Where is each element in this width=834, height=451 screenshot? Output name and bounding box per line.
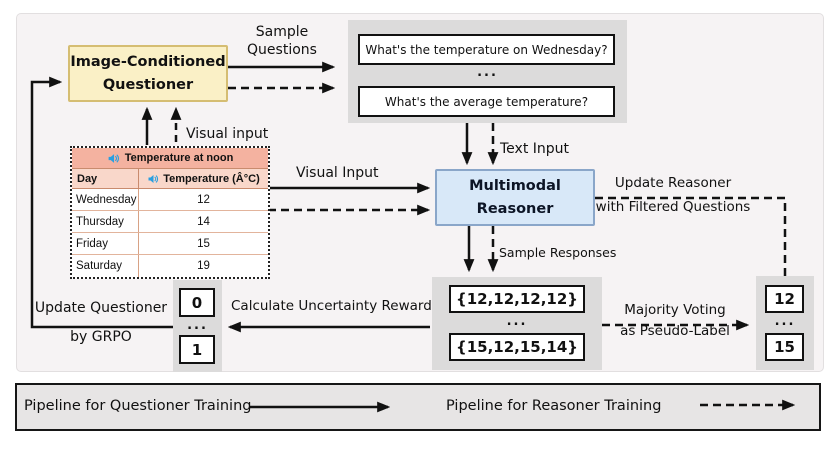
sample-responses-label: Sample Responses (499, 245, 617, 260)
calculate-uncertainty-reward-label: Calculate Uncertainty Reward (231, 298, 432, 314)
text-input-label: Text Input (500, 141, 570, 157)
rewards-ellipsis: ... (187, 318, 208, 333)
update-reasoner-label: Update Reasoner with Filtered Questions (595, 175, 751, 215)
sampled-questions-panel: What's the temperature on Wednesday? ...… (348, 20, 627, 123)
table-header-day: Day (72, 169, 139, 188)
majority-voting-label: Majority Voting as Pseudo-Label (620, 302, 730, 339)
pseudo-label-box-2: 15 (765, 333, 804, 361)
responses-ellipsis: ... (506, 314, 528, 329)
questions-ellipsis: ... (477, 65, 498, 80)
table-title-row: Temperature at noon (72, 148, 268, 169)
pseudo-label-box-1: 12 (765, 285, 804, 313)
speaker-icon (147, 173, 159, 185)
question-box-2: What's the average temperature? (358, 86, 615, 117)
reasoner-label-line2: Reasoner (476, 200, 554, 217)
pseudo-label-ellipsis: ... (774, 314, 796, 329)
table-row: Thursday 14 (72, 211, 268, 233)
uncertainty-reward-panel: 0 ... 1 (173, 280, 222, 372)
questioner-label-line1: Image-Conditioned (70, 54, 226, 71)
update-questioner-label: Update Questioner by GRPO (34, 300, 168, 345)
reward-box-1: 1 (179, 335, 215, 364)
response-box-1: {12,12,12,12} (449, 285, 585, 313)
response-box-2: {15,12,15,14} (449, 333, 585, 361)
temperature-table: Temperature at noon Day Temperature (Â°C… (70, 146, 270, 279)
speaker-icon (107, 152, 120, 165)
legend-bar (15, 383, 821, 431)
image-conditioned-questioner-node: Image-Conditioned Questioner (68, 45, 228, 102)
table-row: Wednesday 12 (72, 189, 268, 211)
pseudo-label-panel: 12 ... 15 (756, 276, 814, 370)
legend-questioner-pipeline: Pipeline for Questioner Training (24, 398, 252, 414)
visual-input-questioner-label: Visual input (186, 126, 269, 142)
sampled-responses-panel: {12,12,12,12} ... {15,12,15,14} (432, 277, 602, 370)
table-title: Temperature at noon (124, 152, 234, 164)
table-header-temperature: Temperature (Â°C) (139, 169, 268, 188)
table-header-row: Day Temperature (Â°C) (72, 169, 268, 189)
reward-box-0: 0 (179, 288, 215, 317)
questioner-label-line2: Questioner (102, 76, 194, 93)
table-row: Saturday 19 (72, 255, 268, 277)
question-box-1: What's the temperature on Wednesday? (358, 34, 615, 65)
reasoner-label-line1: Multimodal (469, 178, 561, 195)
visual-input-reasoner-label: Visual Input (296, 165, 379, 181)
table-row: Friday 15 (72, 233, 268, 255)
legend-reasoner-pipeline: Pipeline for Reasoner Training (446, 398, 662, 414)
sample-questions-label: Sample Questions (247, 24, 317, 58)
